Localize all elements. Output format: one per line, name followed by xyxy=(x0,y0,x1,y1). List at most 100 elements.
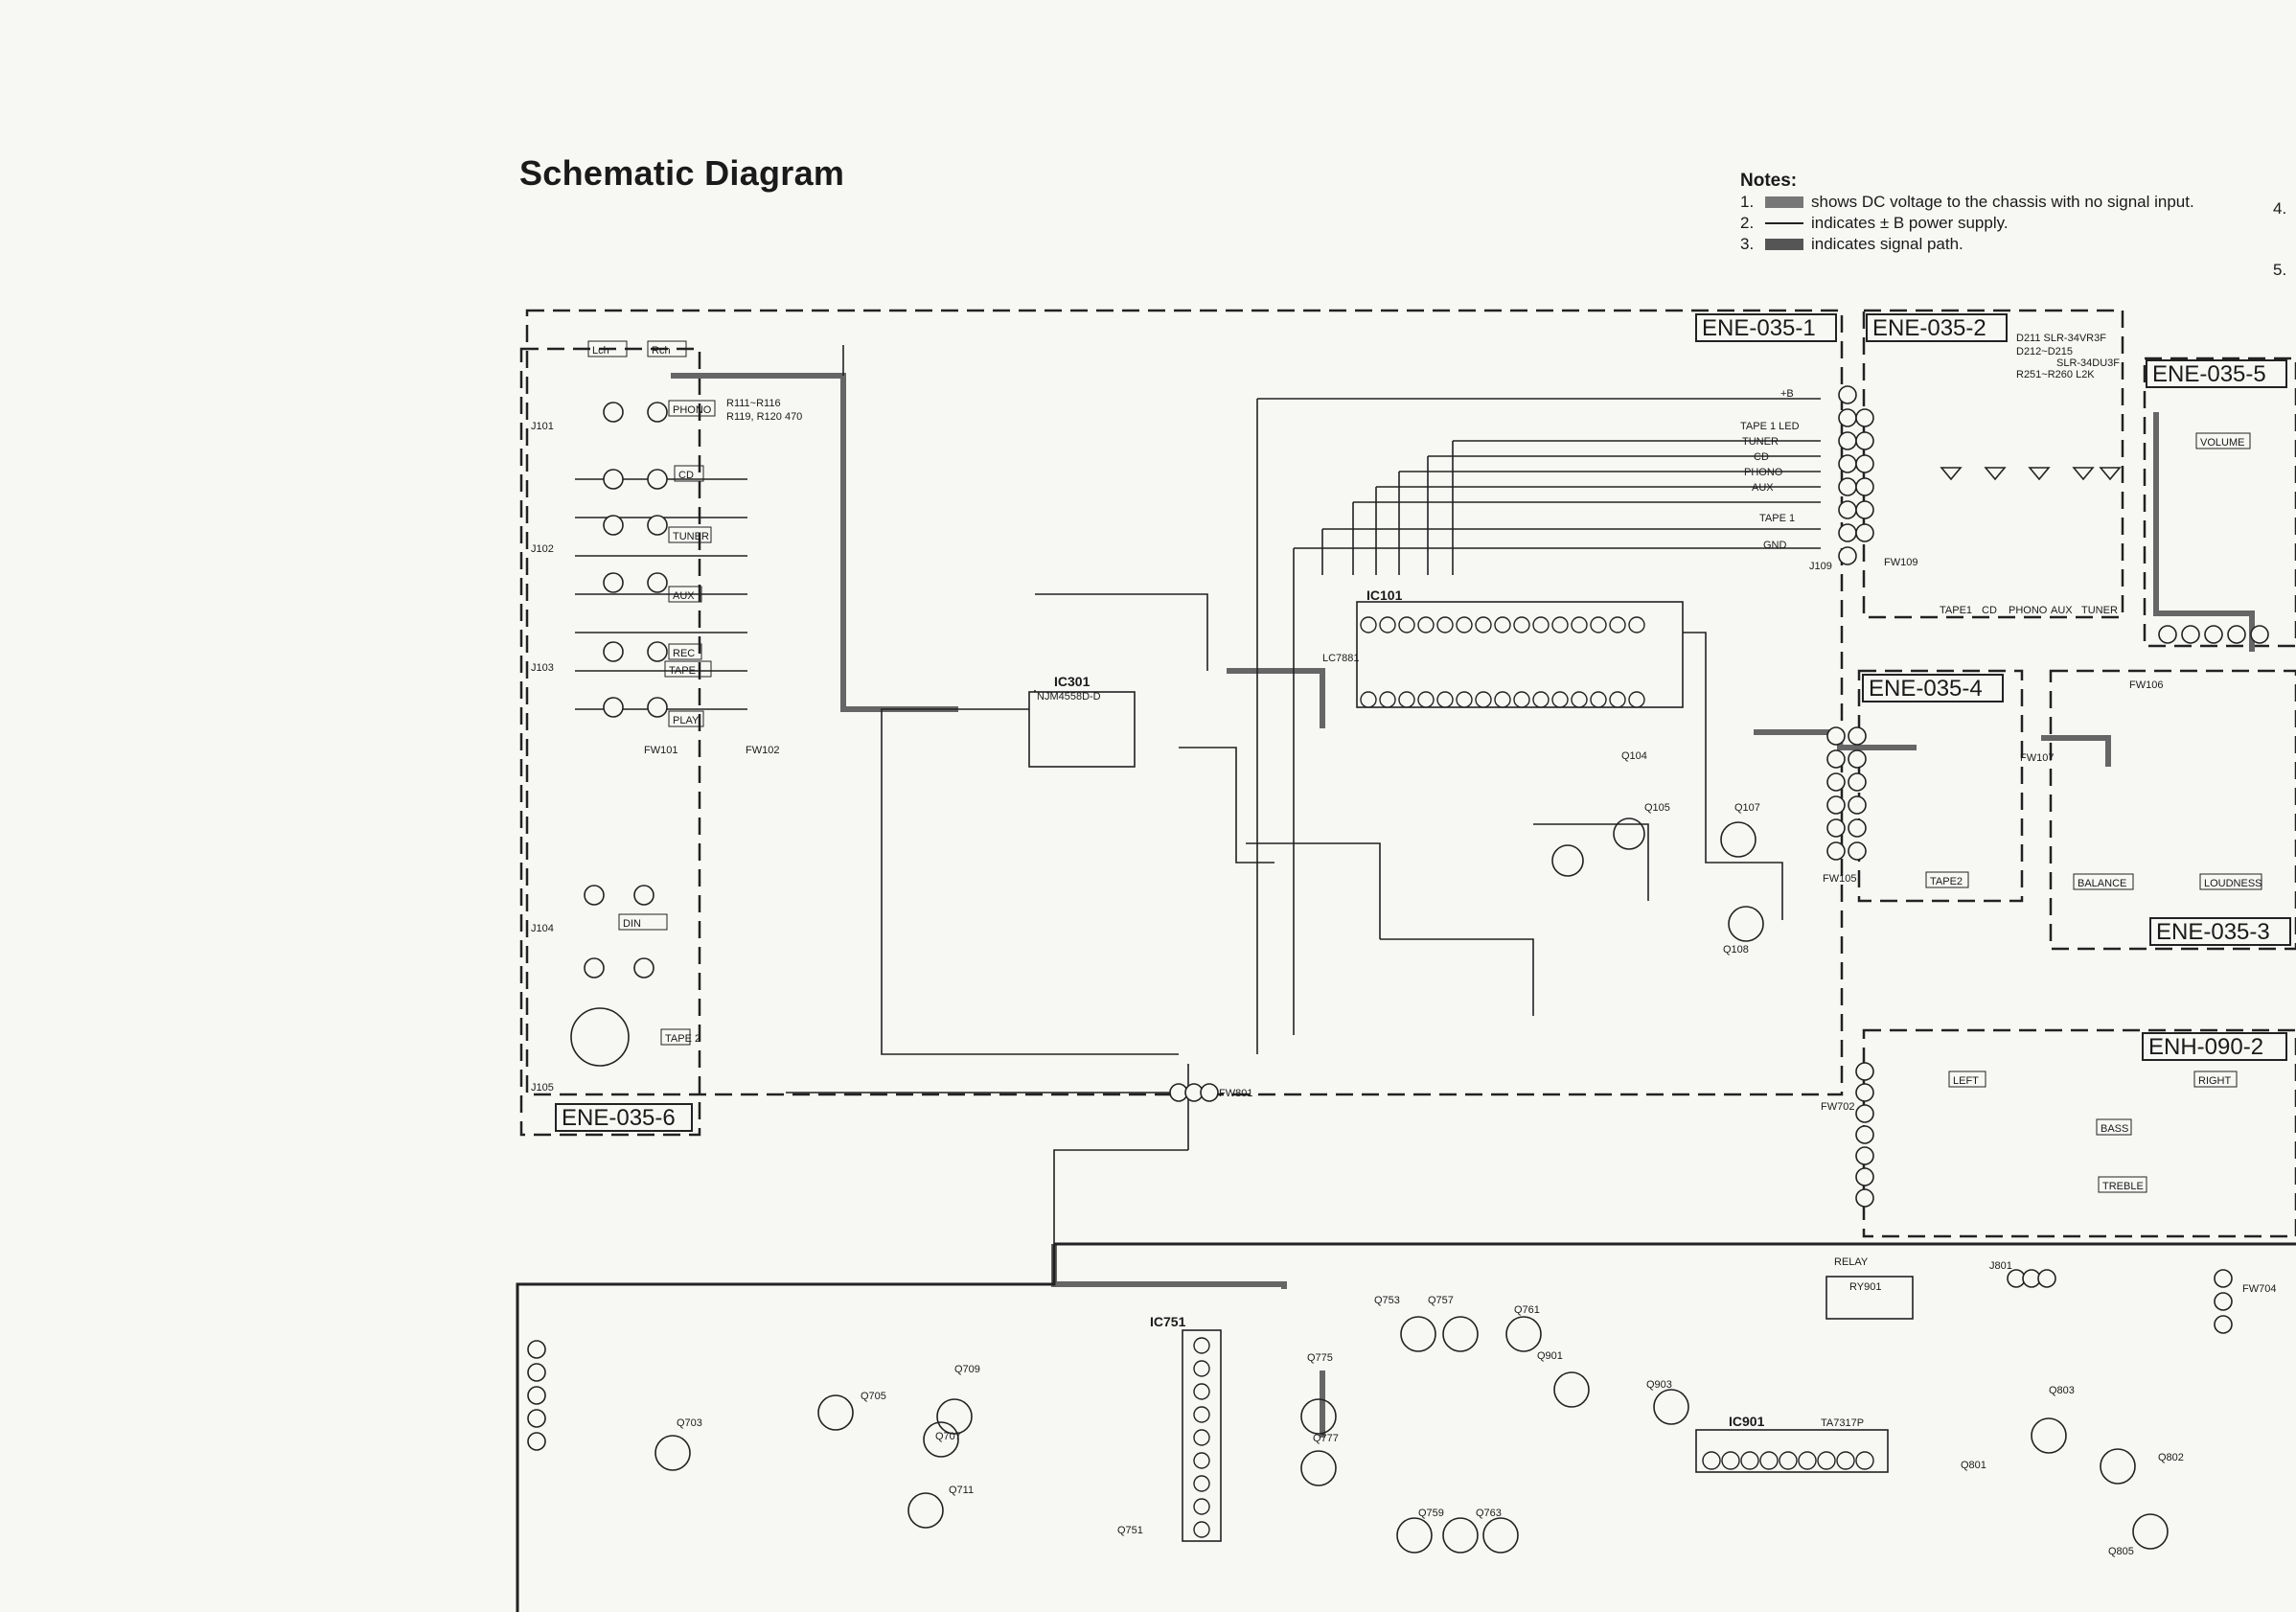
transistor-label: Q802 xyxy=(2158,1452,2184,1463)
block-outline-enh0902 xyxy=(1862,1028,2296,1238)
input-label: CD xyxy=(678,470,694,481)
block-outline-ene0353 xyxy=(2049,669,2296,951)
input-label: REC xyxy=(673,648,695,659)
ic-label: IC101 xyxy=(1366,587,1403,603)
block-outline-ene0356 xyxy=(519,347,701,1137)
bus-label: TAPE 1 xyxy=(1759,513,1795,524)
input-label: Lch xyxy=(592,345,609,357)
transistor-label: Q805 xyxy=(2108,1546,2134,1557)
jack-label: J104 xyxy=(531,923,554,934)
block-label: ENE-035-2 xyxy=(1872,315,1986,341)
input-label: DIN xyxy=(623,918,641,930)
transistor-label: Q104 xyxy=(1621,750,1647,762)
control-label: LOUDNESS xyxy=(2204,878,2262,889)
control-label: VOLUME xyxy=(2200,437,2244,449)
block-outline-ene0355 xyxy=(2143,357,2296,648)
transistor-label: Q903 xyxy=(1646,1379,1672,1391)
note-text: indicates signal path. xyxy=(1811,235,1963,253)
input-label: PLAY xyxy=(673,715,700,726)
jack-label: J103 xyxy=(531,662,554,674)
relay-part-label: RY901 xyxy=(1849,1281,1881,1293)
bus-label: CD xyxy=(1754,451,1769,463)
transistor-label: Q709 xyxy=(954,1364,980,1375)
ic-part-label: NJM4558D-D xyxy=(1037,691,1101,702)
transistor-label: Q108 xyxy=(1723,944,1749,956)
connector-label: FW102 xyxy=(746,745,779,756)
notes-heading: Notes: xyxy=(1740,171,1798,191)
ic751-pins xyxy=(1193,1337,1210,1538)
block-label: ENH-090-2 xyxy=(2148,1034,2263,1060)
led-spec: R251~R260 L2K xyxy=(2016,369,2095,380)
bus-label: TUNER xyxy=(1742,436,1779,448)
led-spec: SLR-34DU3F xyxy=(2056,357,2120,369)
ic301-body xyxy=(1028,691,1136,768)
input-label: Rch xyxy=(652,345,671,357)
transistor-label: Q759 xyxy=(1418,1508,1444,1519)
jack-label: J102 xyxy=(531,543,554,555)
power-line-swatch-icon xyxy=(1765,222,1803,224)
switch-label: TAPE1 xyxy=(1940,605,1972,616)
transistor-label: Q775 xyxy=(1307,1352,1333,1364)
transistor-label: Q761 xyxy=(1514,1304,1540,1316)
block-label: ENE-035-4 xyxy=(1869,676,1983,702)
dc-voltage-swatch-icon xyxy=(1765,196,1803,208)
connector-pins xyxy=(527,385,2269,1451)
input-label: PHONO xyxy=(673,404,712,416)
notes-legend: Notes: 1. shows DC voltage to the chassi… xyxy=(1740,171,2194,255)
connector-label: FW107 xyxy=(2020,752,2054,764)
ic-label: IC901 xyxy=(1729,1414,1765,1429)
transistor-label: Q803 xyxy=(2049,1385,2075,1396)
transistor-label: Q763 xyxy=(1476,1508,1502,1519)
control-label: LEFT xyxy=(1953,1075,1979,1087)
relay-label: RELAY xyxy=(1834,1256,1869,1268)
page-mark: 4. xyxy=(2273,199,2287,218)
input-label: TAPE I xyxy=(669,665,701,677)
note-number: 3. xyxy=(1740,235,1755,253)
bus-label: AUX xyxy=(1752,482,1774,494)
block-label: ENE-035-5 xyxy=(2152,361,2266,387)
transistor-label: Q107 xyxy=(1734,802,1760,814)
bus-label: GND xyxy=(1763,540,1787,551)
control-label: RIGHT xyxy=(2198,1075,2232,1087)
transistor-label: Q705 xyxy=(861,1391,886,1402)
input-label: TUNER xyxy=(673,531,709,542)
bus-label: +B xyxy=(1780,388,1794,400)
note-number: 2. xyxy=(1740,214,1755,232)
selector-bus-wires xyxy=(1256,398,1821,1054)
led-spec: D211 SLR-34VR3F xyxy=(2016,333,2106,344)
input-label: AUX xyxy=(673,590,695,602)
connector-label: FW101 xyxy=(644,745,677,756)
switch-label: CD xyxy=(1982,605,1997,616)
connector-label: FW109 xyxy=(1884,557,1917,568)
control-label: BALANCE xyxy=(2078,878,2126,889)
page-mark: 5. xyxy=(2273,261,2287,279)
bus-label: PHONO xyxy=(1744,467,1783,478)
control-label: TAPE2 xyxy=(1930,876,1963,887)
transistor-icons xyxy=(654,818,2169,1554)
block-label: ENE-035-6 xyxy=(562,1105,676,1131)
signal-path-swatch-icon xyxy=(1765,239,1803,250)
note-number: 1. xyxy=(1740,193,1755,211)
ic901-pins xyxy=(1702,1451,1874,1470)
transistor-label: Q753 xyxy=(1374,1295,1400,1306)
block-outline-ene0354 xyxy=(1857,669,2024,903)
ic-part-label: LC7881 xyxy=(1322,653,1360,664)
ic101-pins xyxy=(1360,616,1645,708)
transistor-label: Q757 xyxy=(1428,1295,1454,1306)
transistor-label: Q777 xyxy=(1313,1433,1339,1444)
bus-label: TAPE 1 LED xyxy=(1740,421,1800,432)
connector-label: FW105 xyxy=(1823,873,1856,885)
resistor-range-label: R111~R116 xyxy=(726,398,781,409)
note-item: 1. shows DC voltage to the chassis with … xyxy=(1740,192,2194,213)
jack-label: J105 xyxy=(531,1082,554,1094)
switch-label: TUNER xyxy=(2081,605,2118,616)
transistor-label: Q707 xyxy=(935,1431,961,1442)
block-outline-ene0352 xyxy=(1862,309,2124,619)
ic-part-label: TA7317P xyxy=(1821,1417,1864,1429)
connector-label: FW704 xyxy=(2242,1283,2276,1295)
note-text: indicates ± B power supply. xyxy=(1811,214,2009,232)
connector-label: FW702 xyxy=(1821,1101,1854,1113)
control-label: BASS xyxy=(2101,1123,2128,1135)
connector-label: FW801 xyxy=(1219,1088,1252,1099)
